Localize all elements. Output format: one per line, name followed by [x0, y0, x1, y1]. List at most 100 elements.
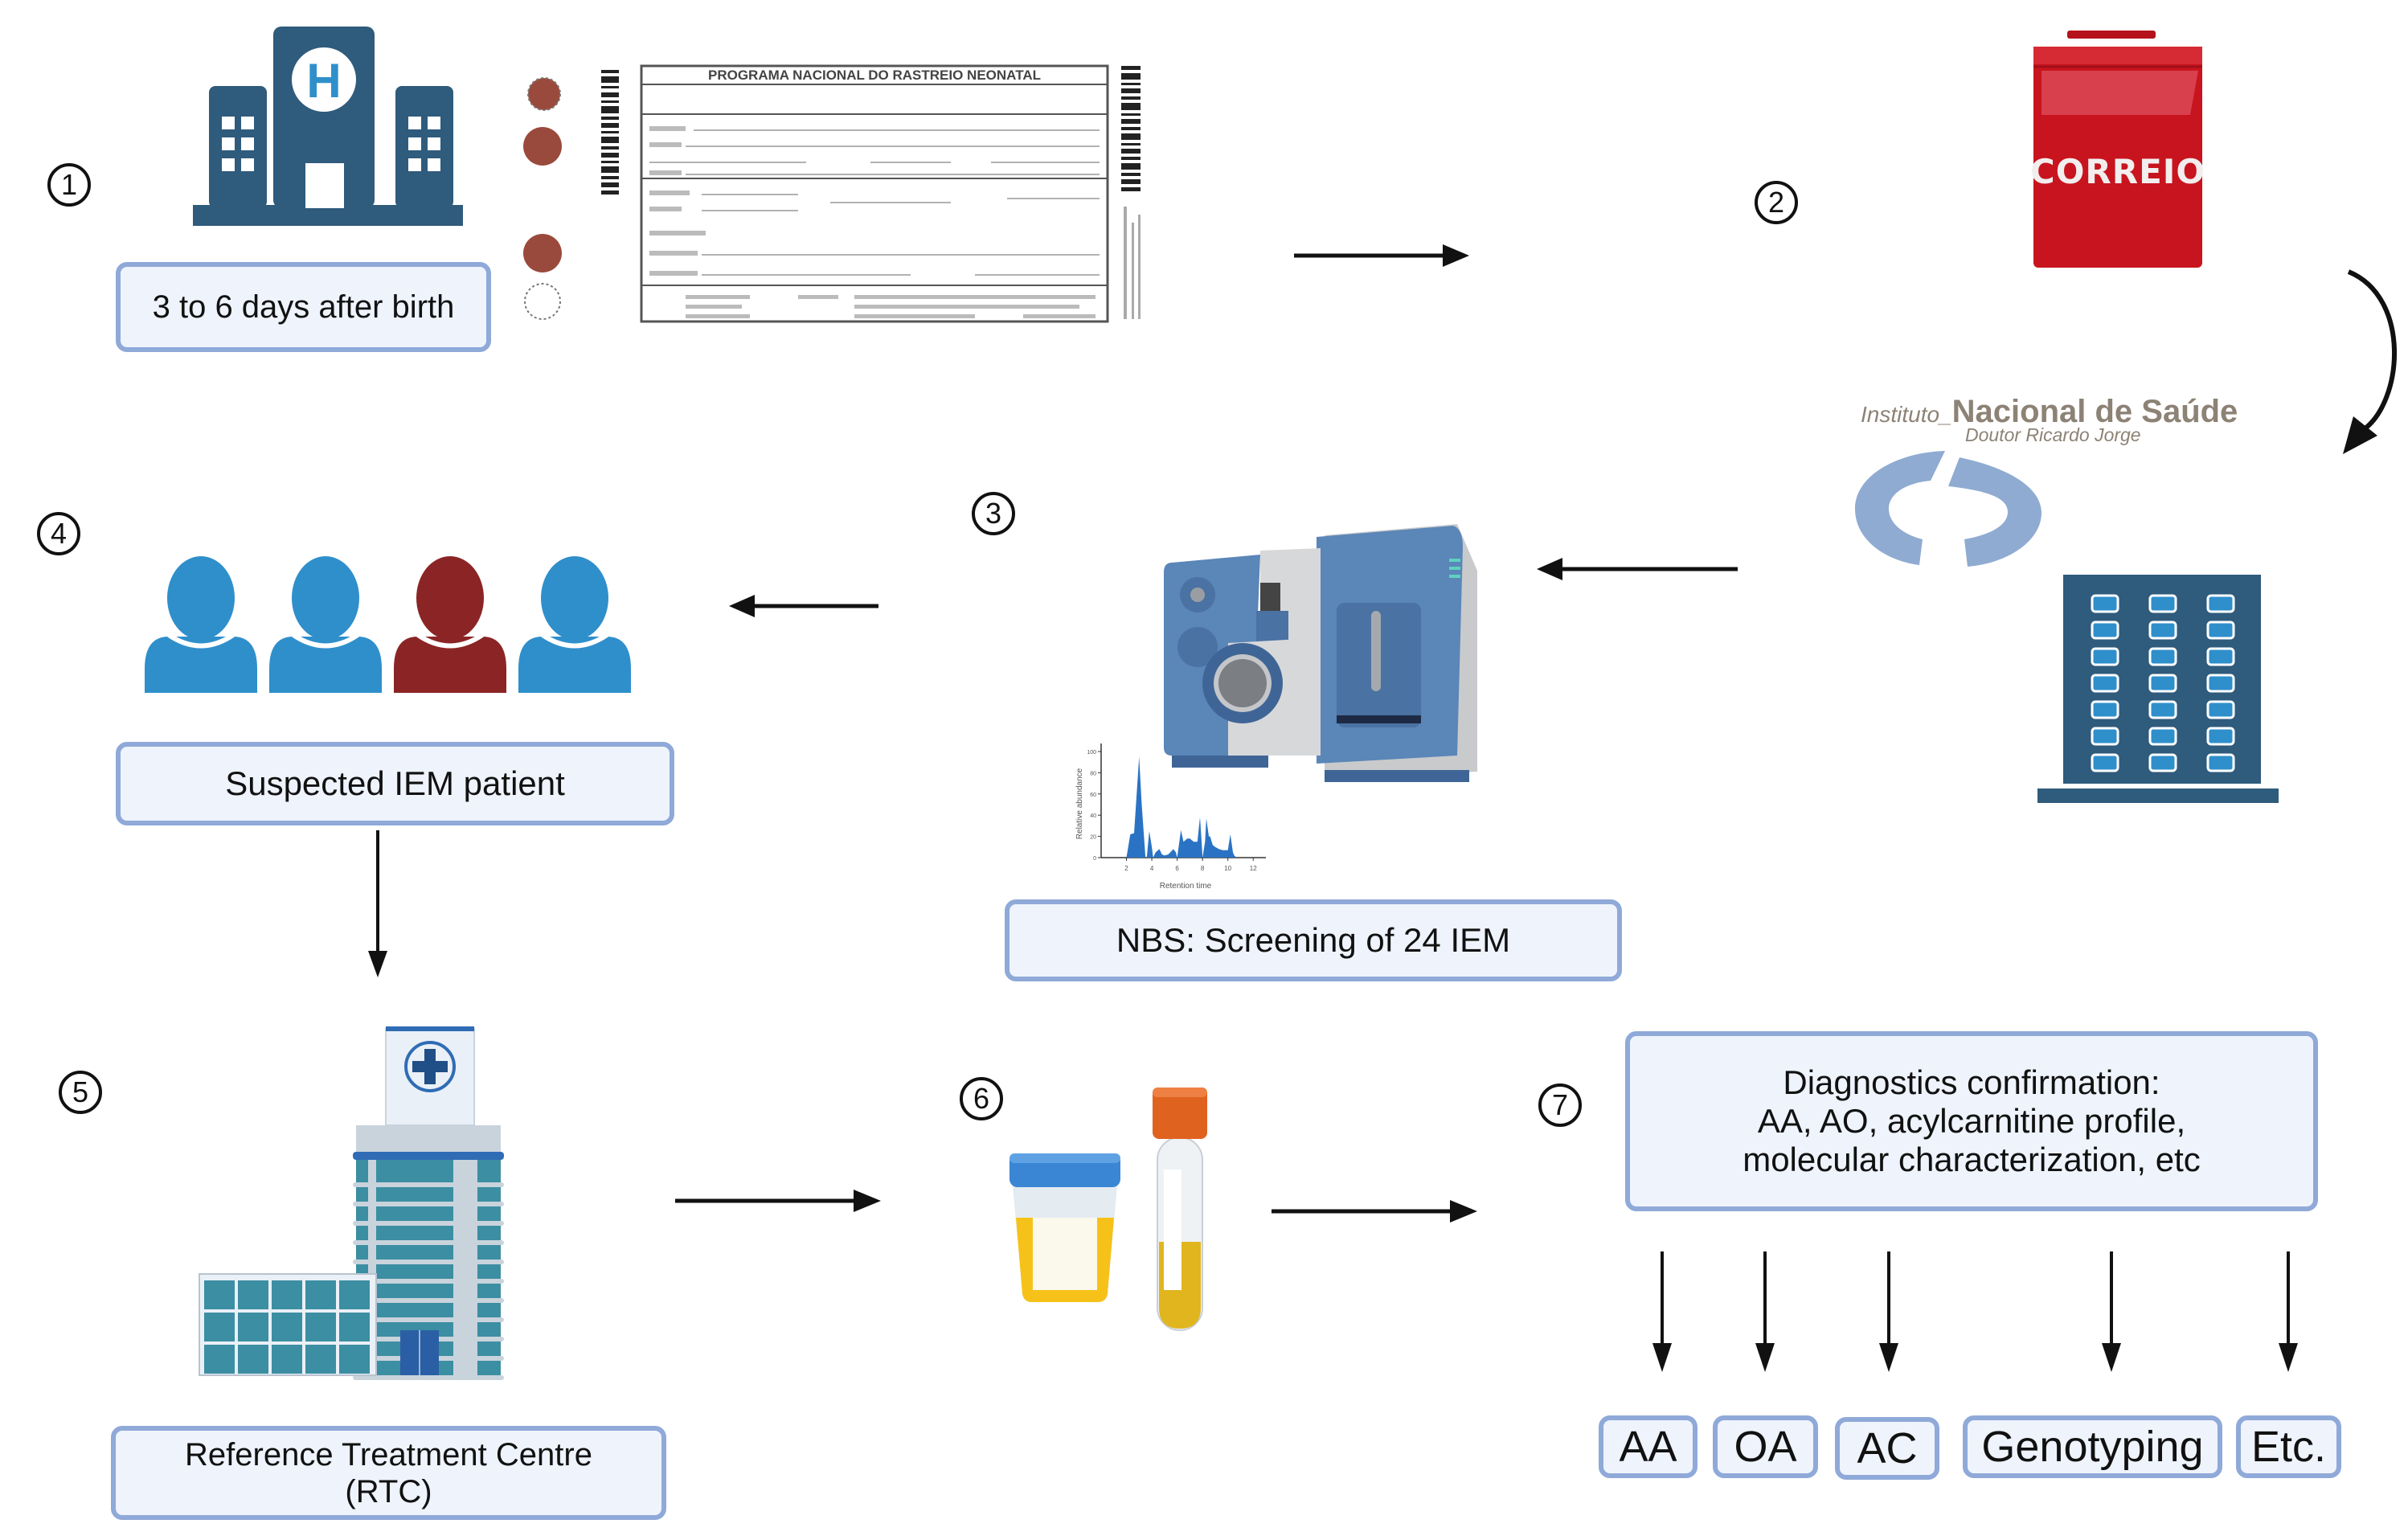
- result-box-aa: AA: [1599, 1415, 1697, 1478]
- x-axis-label: Retention time: [1160, 882, 1212, 891]
- result-label: Genotyping: [1981, 1423, 2204, 1471]
- step-number-3: 3: [972, 492, 1015, 535]
- treatment-centre-building-icon: [199, 1026, 504, 1380]
- mailbox-icon: CORREIO: [2030, 31, 2205, 268]
- step-number-2: 2: [1755, 181, 1798, 224]
- institute-prefix: Instituto_: [1861, 402, 1952, 427]
- institute-name: Nacional de Saúde: [1951, 394, 2238, 429]
- y-tick-label: 20: [1090, 835, 1096, 841]
- step-number-text: 1: [60, 168, 78, 201]
- step3-label-box: NBS: Screening of 24 IEM: [1005, 899, 1622, 981]
- patients-group: [145, 556, 631, 693]
- blood-spot-icons: [523, 77, 562, 320]
- barcode-left-icon: [601, 70, 619, 195]
- institute-subtitle: Doutor Ricardo Jorge: [1965, 424, 2141, 445]
- step5-label: Reference Treatment Centre (RTC): [185, 1436, 592, 1509]
- window: [2091, 647, 2119, 666]
- window: [2206, 647, 2235, 666]
- y-tick-label: 80: [1090, 771, 1096, 776]
- arrow-right-icon: [675, 1190, 881, 1212]
- barcode-right-icon: [1121, 66, 1141, 191]
- curved-arrow-icon: [2343, 269, 2398, 454]
- y-tick-label: 100: [1087, 750, 1096, 756]
- step-number-text: 2: [1767, 186, 1785, 219]
- step-number-6: 6: [960, 1077, 1003, 1120]
- step1-label: 3 to 6 days after birth: [152, 289, 455, 325]
- window: [2206, 753, 2235, 772]
- x-tick-label: 6: [1175, 865, 1179, 872]
- urine-container-icon: [1009, 1153, 1120, 1302]
- result-label: AC: [1857, 1424, 1918, 1473]
- result-label: OA: [1734, 1423, 1797, 1471]
- step-number-1: 1: [47, 163, 91, 207]
- blood-tube-icon: [1153, 1087, 1207, 1331]
- arrow-down-icon: [1755, 1251, 1775, 1372]
- result-box-ac: AC: [1835, 1417, 1939, 1480]
- step-number-4: 4: [37, 512, 80, 555]
- window: [2148, 621, 2177, 640]
- x-tick-label: 2: [1124, 865, 1128, 872]
- arrow-left-icon: [729, 595, 878, 617]
- step7-label: Diagnostics confirmation: AA, AO, acylca…: [1743, 1063, 2201, 1178]
- x-tick-label: 4: [1150, 865, 1154, 872]
- arrow-down-icon: [1879, 1251, 1898, 1372]
- y-axis-label: Relative abundance: [1075, 768, 1084, 839]
- window: [2206, 700, 2235, 719]
- x-tick-label: 8: [1201, 865, 1205, 872]
- step4-label: Suspected IEM patient: [225, 764, 565, 802]
- window: [2091, 700, 2119, 719]
- arrow-right-icon: [1294, 244, 1469, 267]
- step-number-7: 7: [1538, 1083, 1582, 1127]
- result-box-genotyping: Genotyping: [1963, 1415, 2222, 1478]
- window: [2148, 594, 2177, 613]
- svg-text:H: H: [306, 54, 341, 108]
- arrow-down-icon: [2102, 1251, 2121, 1372]
- window: [2091, 674, 2119, 693]
- window: [2148, 700, 2177, 719]
- step5-label-box: Reference Treatment Centre (RTC): [111, 1426, 666, 1520]
- window: [2091, 753, 2119, 772]
- arrow-left-icon: [1537, 558, 1738, 580]
- step7-label-box: Diagnostics confirmation: AA, AO, acylca…: [1625, 1031, 2318, 1211]
- x-tick-label: 12: [1250, 865, 1257, 872]
- window: [2206, 594, 2235, 613]
- result-label: Etc.: [2250, 1423, 2327, 1471]
- step-number-text: 7: [1551, 1088, 1569, 1121]
- y-tick-label: 0: [1093, 856, 1096, 862]
- patient-icon: [145, 556, 257, 693]
- result-box-oa: OA: [1713, 1415, 1818, 1478]
- result-label: AA: [1619, 1423, 1677, 1471]
- institute-logo-text: Instituto_Nacional de Saúde Doutor Ricar…: [1861, 394, 2311, 450]
- window: [2206, 621, 2235, 640]
- window: [2148, 647, 2177, 666]
- guthrie-card: PROGRAMA NACIONAL DO RASTREIO NEONATAL: [523, 64, 1141, 323]
- mailbox-label: CORREIO: [2030, 152, 2205, 191]
- window: [2148, 674, 2177, 693]
- step3-label: NBS: Screening of 24 IEM: [1116, 921, 1511, 959]
- chromatogram-area: [1126, 756, 1241, 858]
- window: [2091, 727, 2119, 746]
- window: [2148, 753, 2177, 772]
- window: [2206, 727, 2235, 746]
- institute-ring-logo-icon: [1855, 451, 2041, 567]
- mass-spectrometer-icon: [1164, 524, 1477, 782]
- hospital-icon: H: [193, 27, 463, 226]
- x-tick-label: 10: [1224, 865, 1231, 872]
- patient-icon: [518, 556, 631, 693]
- arrow-down-icon: [368, 830, 387, 977]
- patient-icon-highlighted: [394, 556, 506, 693]
- y-tick-label: 60: [1090, 793, 1096, 798]
- window: [2148, 727, 2177, 746]
- patient-icon: [269, 556, 382, 693]
- step-number-text: 3: [985, 497, 1002, 530]
- window: [2091, 621, 2119, 640]
- step4-label-box: Suspected IEM patient: [116, 742, 674, 825]
- step-number-text: 6: [973, 1082, 990, 1115]
- step-number-text: 4: [50, 517, 68, 550]
- arrow-down-icon: [2279, 1251, 2298, 1372]
- step-number-5: 5: [59, 1071, 102, 1114]
- step1-label-box: 3 to 6 days after birth: [116, 262, 491, 352]
- arrow-right-icon: [1272, 1200, 1477, 1223]
- arrow-down-icon: [1652, 1251, 1672, 1372]
